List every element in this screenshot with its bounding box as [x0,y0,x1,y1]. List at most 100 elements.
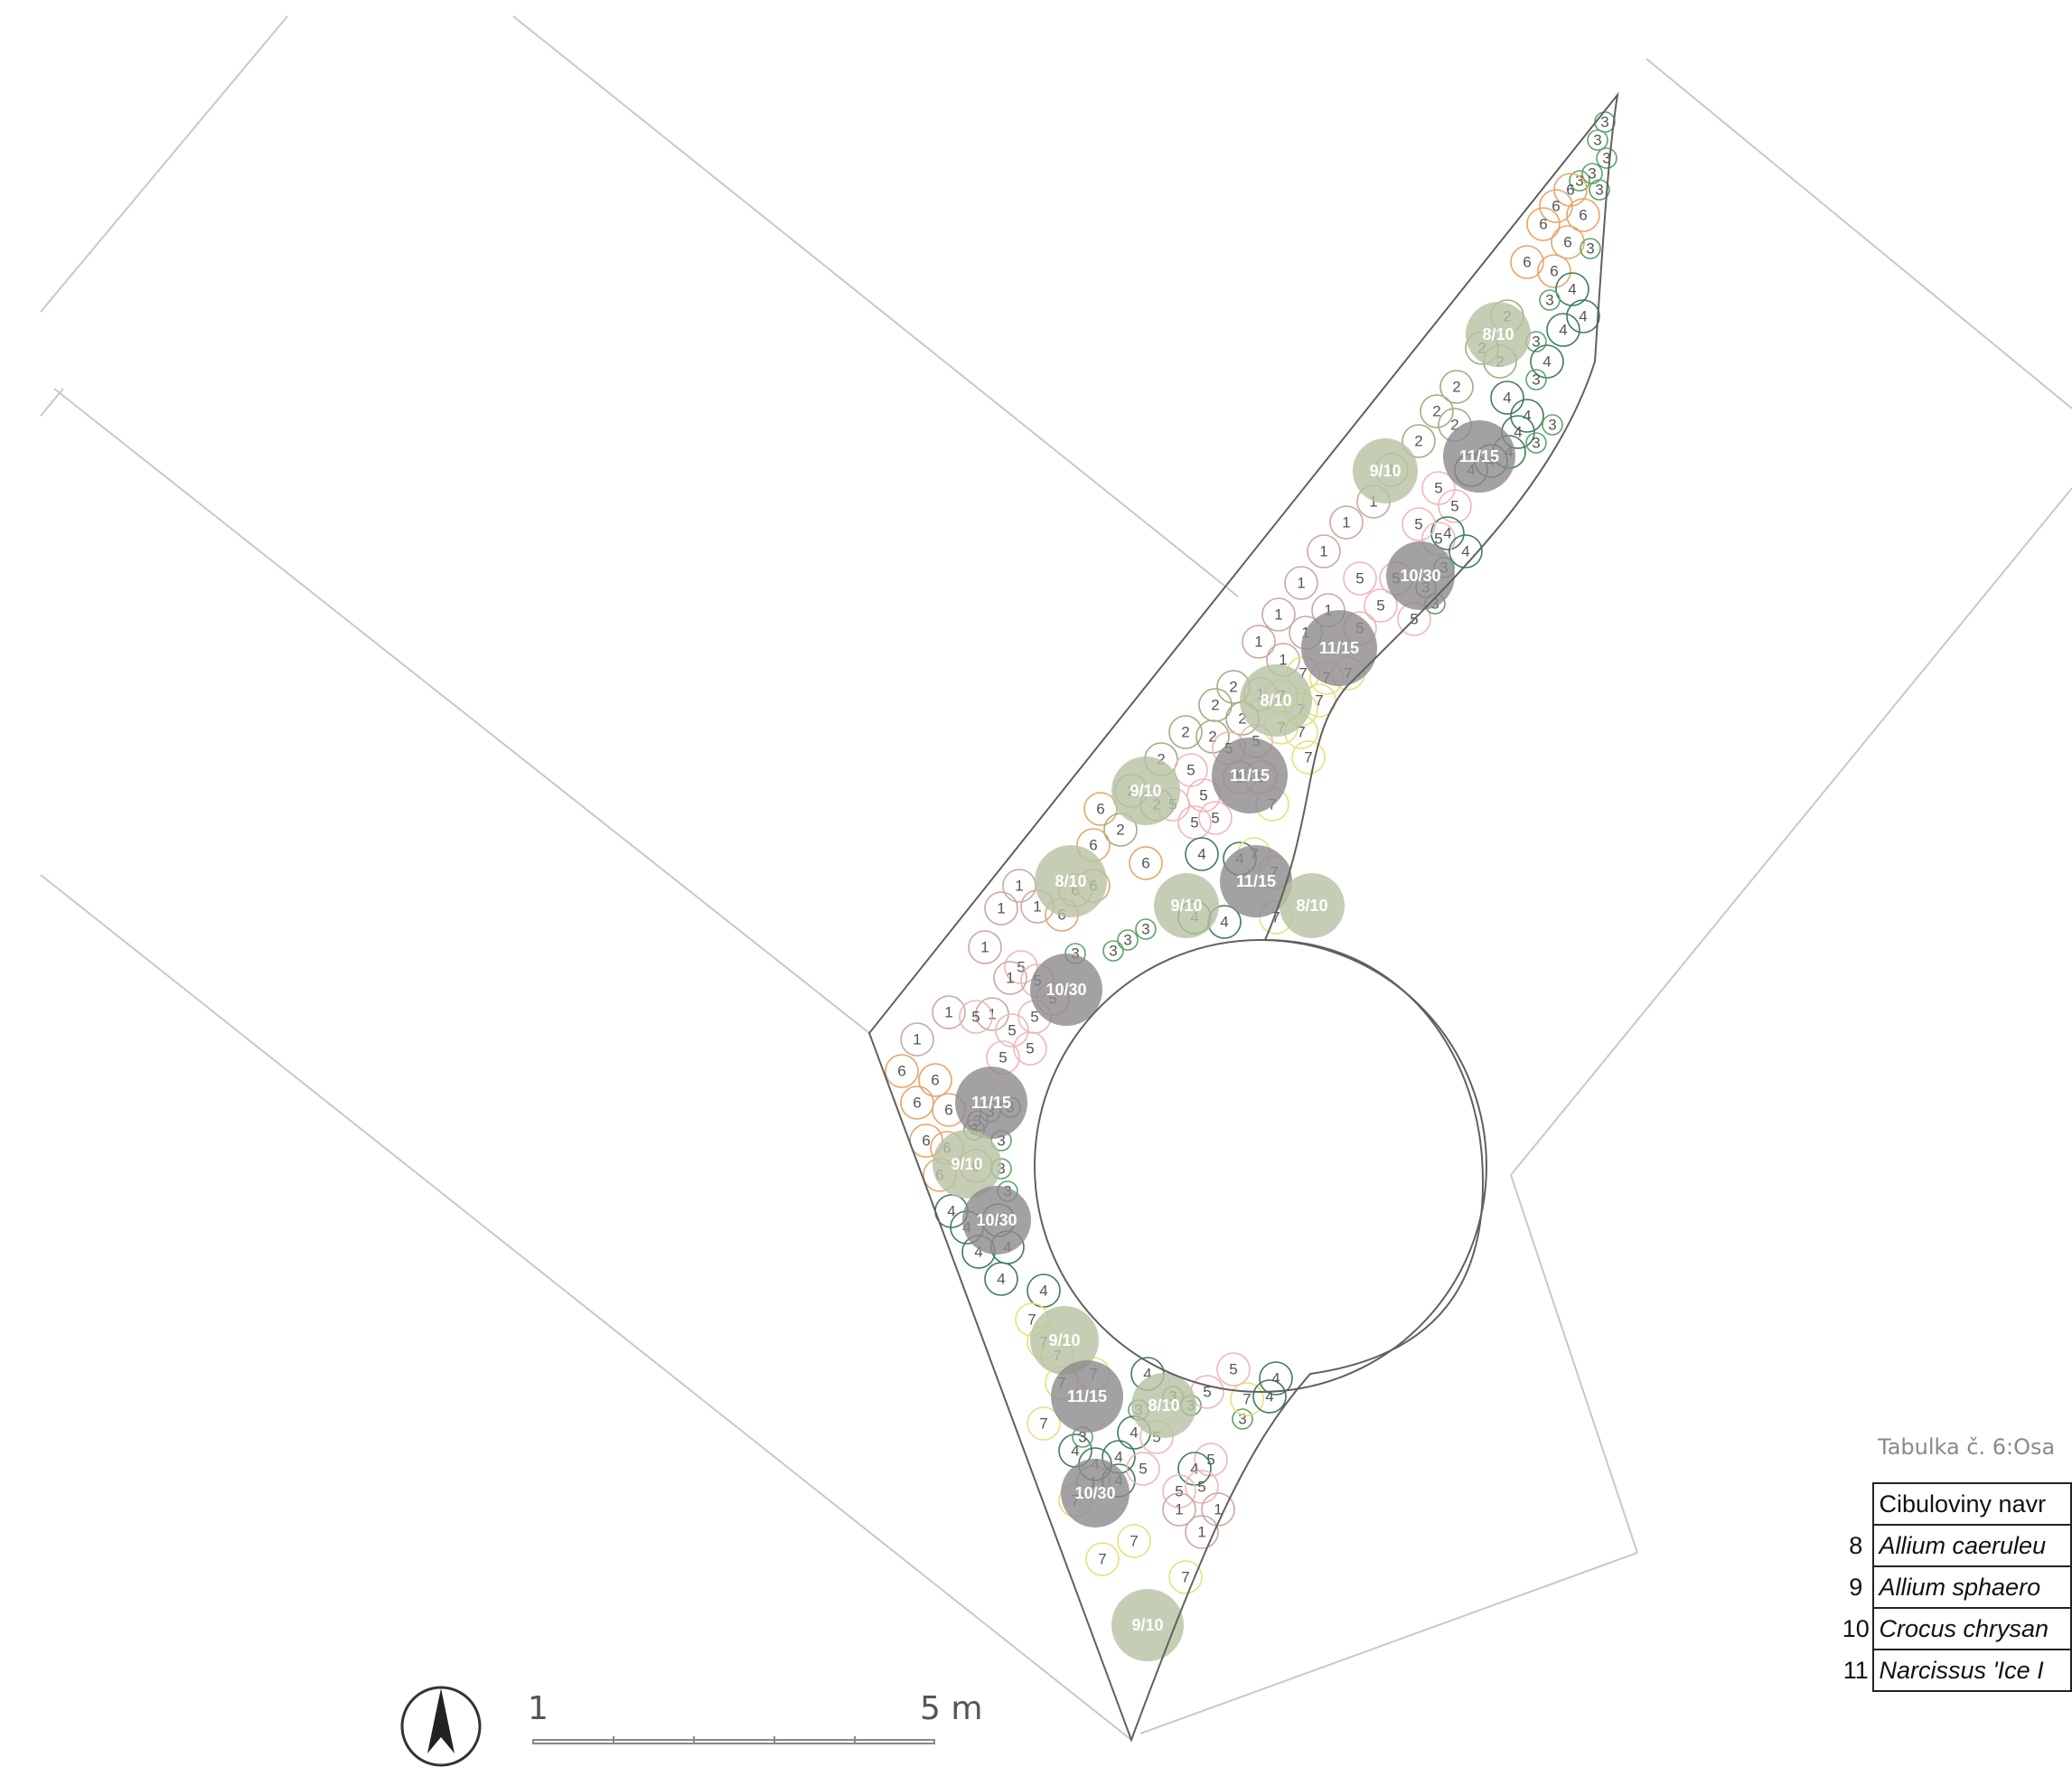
plant-type-3: 3 [1580,238,1601,259]
plant-label: 5 [1008,1022,1016,1039]
plant-label: 3 [1071,945,1079,963]
bulb-clump: 10/30 [1030,954,1102,1026]
species-number: 9 [1849,1573,1863,1601]
plant-type-3: 3 [1102,940,1124,962]
bulb-clump-label: 8/10 [1482,325,1514,343]
plant-type-5: 5 [1013,1031,1047,1066]
bulb-clump: 11/15 [1301,610,1377,686]
plant-type-3: 3 [1569,170,1590,192]
table-header-cell: Cibuloviny navr [1871,1482,2072,1526]
plant-circle [1242,625,1276,659]
plant-label: 7 [1027,1311,1036,1329]
plant-type-2: 2 [1168,715,1203,749]
bulb-clump-label: 11/15 [1230,766,1270,785]
plant-label: 5 [1434,480,1442,497]
plant-type-3: 3 [1587,129,1608,151]
bulb-clump: 11/15 [1051,1360,1123,1433]
plant-circle [1525,432,1547,454]
plant-label: 1 [1279,652,1287,669]
bulb-clump-circle [1111,1589,1184,1661]
plant-circle [1551,225,1585,259]
plant-label: 7 [1297,724,1305,741]
plant-circle [995,1013,1029,1048]
plant-label: 4 [1461,543,1469,560]
plant-type-1: 1 [1002,869,1036,903]
context-line [512,15,1239,597]
plant-label: 4 [947,1203,955,1220]
bulb-clump-label: 10/30 [976,1211,1017,1229]
bulb-clump-label: 8/10 [1055,872,1086,890]
plant-label: 5 [1203,1384,1211,1401]
species-name: Allium sphaero [1871,1565,2072,1609]
plant-type-4: 4 [1530,344,1564,379]
bulb-clump-circle [1301,610,1377,686]
plant-circle [1329,505,1364,540]
plant-type-1: 1 [1201,1492,1235,1527]
table-row: 9 Allium sphaero [1840,1565,2072,1609]
plant-type-6: 6 [918,1063,952,1097]
plant-type-3: 3 [1594,111,1616,133]
plant-label: 7 [1098,1551,1106,1568]
bulb-clump-circle [1353,438,1418,503]
plant-label: 5 [971,1009,980,1026]
plant-label: 6 [1539,216,1547,233]
plant-type-1: 1 [1242,625,1276,659]
plant-circle [1364,588,1398,623]
plant-circle [1307,534,1341,569]
bulb-clump: 11/15 [1443,420,1515,493]
north-arrow-ring [400,1686,482,1767]
plant-type-6: 6 [1083,792,1118,826]
plant-type-3: 3 [1135,918,1157,940]
plant-type-5: 5 [1402,507,1436,541]
plant-circle [1185,1470,1219,1504]
context-line [1139,1552,1638,1734]
plant-circle [1261,597,1296,632]
plant-label: 1 [1319,543,1327,560]
plant-circle [1102,940,1124,962]
plant-label: 7 [1299,665,1307,682]
plant-circle [1117,1524,1151,1558]
plant-label: 3 [1586,240,1594,258]
plant-label: 7 [1271,909,1280,926]
plant-label: 5 [1017,959,1025,976]
plant-circle [1539,289,1561,311]
plant-label: 3 [1575,173,1583,190]
bulb-clump-circle [933,1130,1001,1198]
plant-label: 1 [980,939,989,956]
plant-label: 4 [1568,281,1576,298]
plant-type-6: 6 [900,1086,934,1120]
plant-label: 1 [1342,514,1350,531]
plant-label: 7 [1304,749,1312,766]
plant-label: 1 [944,1004,952,1021]
bulb-clump-label: 9/10 [1170,897,1202,915]
plant-label: 6 [1579,207,1587,224]
plant-type-1: 1 [1329,505,1364,540]
context-line [53,388,870,1034]
species-name: Allium caeruleu [1871,1524,2072,1567]
bulb-clump: 8/10 [1035,845,1107,917]
plant-circle [1439,370,1474,404]
plant-circle [1510,399,1544,433]
plant-label: 5 [1175,1483,1183,1500]
table-caption: Tabulka č. 6:Osa [1878,1434,2056,1460]
plant-label: 3 [1595,182,1603,199]
plant-label: 1 [913,1031,921,1048]
plant-label: 4 [974,1244,982,1261]
plant-circle [1596,147,1617,169]
scale-bar [532,1736,935,1744]
plant-label: 4 [1071,1443,1079,1460]
plant-label: 4 [1523,408,1531,425]
plant-circle [1162,1474,1196,1509]
plant-type-3: 3 [1117,929,1139,951]
plant-circle [1135,918,1157,940]
bulb-clump-label: 8/10 [1296,897,1327,915]
plant-circle [918,1063,952,1097]
bulb-clump-label: 9/10 [1130,782,1161,800]
bulb-clump-circle [1131,1373,1196,1438]
bulb-clump-circle [1154,873,1219,938]
plant-label: 4 [1271,1370,1280,1387]
context-line [1645,58,2072,409]
plant-label: 5 [1376,597,1384,615]
plant-label: 5 [1139,1461,1147,1478]
bulb-clump: 10/30 [1061,1459,1130,1527]
